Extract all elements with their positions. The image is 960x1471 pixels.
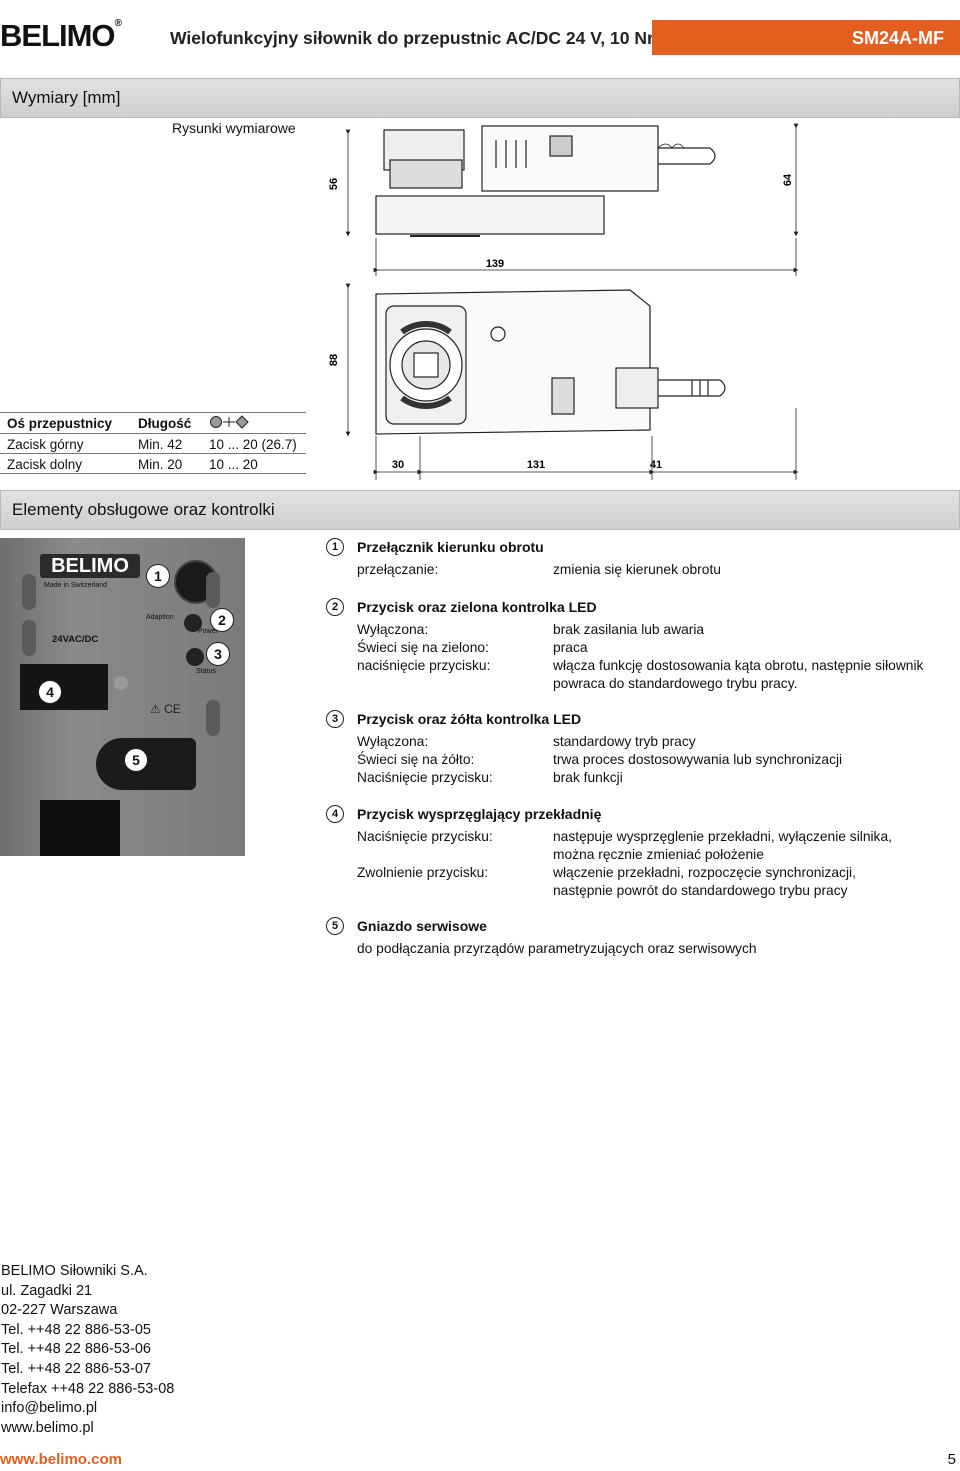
table-cell: Min. 20 [131,453,202,474]
shaft-dimension-table: Oś przepustnicy Długość Zacisk górny Min… [0,412,306,474]
drawings-caption: Rysunki wymiarowe [172,120,296,136]
item-number-2: 2 [326,598,344,616]
item-value: zmienia się kierunek obrotu [553,562,721,577]
item-label: Naciśnięcie przycisku: [357,770,493,785]
item-label: Zwolnienie przycisku: [357,865,489,880]
document-title: Wielofunkcyjny siłownik do przepustnic A… [170,28,663,48]
item-value: można ręcznie zmieniać położenie [553,847,764,862]
photo-made-label: Made in Switzerland [44,582,108,589]
table-header-row: Oś przepustnicy Długość [0,412,306,434]
adaption-button[interactable] [184,614,202,632]
dim-64: 64 [782,173,794,186]
item-number-3: 3 [326,710,344,728]
website-link[interactable]: www.belimo.pl [1,1419,94,1436]
photo-voltage-label: 24VAC/DC [52,634,99,645]
address-line: BELIMO Siłowniki S.A. [1,1263,148,1279]
photo-slot [206,572,220,608]
item-label: Świeci się na żółto: [357,752,475,767]
item-value: trwa proces dostosowywania lub synchroni… [553,752,843,767]
callout-4: 4 [38,680,62,704]
table-cell: Zacisk górny [0,433,131,454]
address-line: Telefax ++48 22 886-53-08 [1,1380,175,1397]
address-line: ul. Zagadki 21 [1,1282,93,1299]
item-value: brak zasilania lub awaria [553,622,705,637]
column-header: Oś przepustnicy [0,412,131,434]
shaft-shape-icon [202,412,306,434]
item-title-1: Przełącznik kierunku obrotu [357,539,544,555]
section-bar-controls: Elementy obsługowe oraz kontrolki [0,490,960,530]
item-value: włączenie przekładni, rozpoczęcie synchr… [553,865,856,880]
item-value: brak funkcji [553,770,623,785]
photo-power-label: Power [198,628,218,635]
item-title-3: Przycisk oraz żółta kontrolka LED [357,711,582,727]
section-bar-dimensions: Wymiary [mm] [0,78,960,118]
item-label: przełączanie: [357,562,439,577]
address-line: Tel. ++48 22 886-53-05 [1,1321,151,1338]
item-value: włącza funkcję dostosowania kąta obrotu,… [553,658,924,673]
dim-88: 88 [328,354,340,366]
column-header: Długość [131,412,202,434]
status-button[interactable] [186,648,204,666]
item-label: Wyłączona: [357,734,429,749]
led-indicator [114,676,128,690]
callout-2: 2 [210,608,234,632]
top-view-drawing [375,289,726,435]
model-number: SM24A-MF [851,28,944,48]
side-view-drawing [375,125,716,237]
table-cell: Min. 42 [131,433,202,454]
table-cell: 10 ... 20 (26.7) [202,433,306,454]
item-value: praca [553,640,588,655]
item-label: do podłączania przyrządów parametryzując… [357,941,757,956]
table-cell: 10 ... 20 [202,453,306,474]
photo-slot [22,574,36,610]
photo-slot [22,620,36,656]
page-number: 5 [947,1451,956,1468]
section-heading-controls: Elementy obsługowe oraz kontrolki [12,500,275,519]
gear-release-button[interactable] [20,664,108,710]
address-line: 02-227 Warszawa [1,1302,118,1319]
table-cell: Zacisk dolny [0,453,131,474]
callout-5: 5 [124,748,148,772]
table-row: Zacisk dolny Min. 20 10 ... 20 [0,453,306,474]
callout-1: 1 [146,564,170,588]
photo-adaption-label: Adaption [146,614,174,621]
dim-30: 30 [392,459,404,471]
dimension-drawing: 56 64 139 88 30 131 41 [328,123,799,480]
item-number-4: 4 [326,805,344,823]
email-link[interactable]: info@belimo.pl [1,1400,98,1417]
item-label: Naciśnięcie przycisku: [357,829,493,844]
belimo-website-link[interactable]: www.belimo.com [0,1451,122,1468]
item-title-4: Przycisk wysprzęglający przekładnię [357,806,602,822]
item-value: powraca do standardowego trybu pracy. [553,676,798,691]
item-value: następuje wysprzęglenie przekładni, wyłą… [553,829,892,844]
item-value: następnie powrót do standardowego trybu … [553,883,848,898]
company-address: BELIMO Siłowniki S.A. ul. Zagadki 21 02-… [1,1262,174,1438]
item-label: Świeci się na zielono: [357,640,489,655]
item-label: Wyłączona: [357,622,429,637]
section-heading-dimensions: Wymiary [mm] [12,88,121,107]
address-line: Tel. ++48 22 886-53-06 [1,1341,151,1358]
dim-131: 131 [527,459,545,471]
item-number-5: 5 [326,917,344,935]
photo-brand-label: BELIMO [40,554,140,578]
dim-139: 139 [486,258,504,270]
callout-3: 3 [206,642,230,666]
actuator-photo: BELIMO Made in Switzerland 24VAC/DC Adap… [0,538,245,856]
item-label: naciśnięcie przycisku: [357,658,491,673]
item-title-2: Przycisk oraz zielona kontrolka LED [357,599,597,615]
belimo-logo: BELIMO® [0,18,122,53]
item-title-5: Gniazdo serwisowe [357,918,487,934]
dim-56: 56 [328,178,340,190]
model-badge: SM24A-MF [652,20,960,55]
certification-marks-icon: ⚠ CE [150,702,181,716]
table-row: Zacisk górny Min. 42 10 ... 20 (26.7) [0,433,306,454]
address-line: Tel. ++48 22 886-53-07 [1,1360,151,1377]
item-number-1: 1 [326,538,344,556]
photo-status-label: Status [196,668,216,675]
item-value: standardowy tryb pracy [553,734,696,749]
dim-41: 41 [650,459,662,471]
photo-slot [206,700,220,736]
photo-dark-block [40,800,120,856]
